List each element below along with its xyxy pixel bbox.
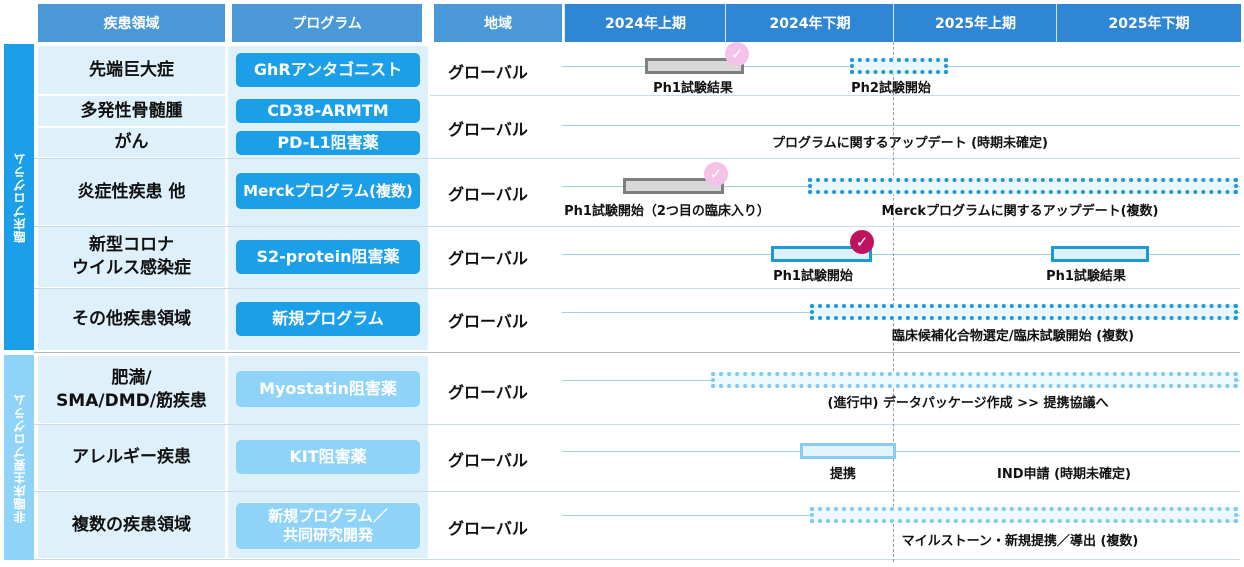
header-program: プログラム [232,4,422,42]
milestone-label: Ph1試験開始 [773,269,853,284]
milestone-bar [850,58,949,74]
disease-cell: 複数の疾患領域 [38,492,225,558]
milestone-label: プログラムに関するアップデート (時期未確定) [771,136,1049,151]
milestone-bar [1050,246,1149,262]
milestone-label: Ph1試験結果 [653,81,733,96]
header-period-2: 2024年下期 [725,4,894,42]
program-button: CD38-ARMTM [236,99,420,123]
program-button: PD-L1阻害薬 [236,131,420,155]
row-separator [34,559,1240,560]
checkmark-icon: ✓ [725,42,749,66]
program-button: 新規プログラム [236,302,420,336]
region-label: グローバル [448,383,528,402]
region-label: グローバル [448,451,528,470]
checkmark-icon: ✓ [850,230,874,254]
section-label-nonclinical: 非臨床主要プログラム [4,355,34,560]
timeline-divider [893,42,894,562]
milestone-bar [810,507,1238,523]
milestone-bar [808,178,1238,194]
milestone-label: Ph1試験開始（2つ目の臨床入り） [564,204,770,219]
disease-cell: がん [38,128,225,157]
milestone-label: マイルストーン・新規提携／導出 (複数) [901,534,1139,549]
header-region: 地域 [434,4,562,42]
row-separator [34,288,1240,289]
region-label: グローバル [448,185,528,204]
milestone-label: Ph1試験結果 [1046,269,1126,284]
row-separator [34,226,1240,227]
section-separator [34,352,1240,353]
disease-cell: 新型コロナ ウイルス感染症 [38,227,225,287]
program-button: S2-protein阻害薬 [236,240,420,274]
milestone-bar [799,443,896,459]
milestone-label: (進行中) データパッケージ作成 >> 提携協議へ [827,396,1109,411]
disease-cell: 多発性骨髄腫 [38,96,225,126]
timeline-line [562,451,1240,452]
milestone-bar [810,304,1238,320]
region-label: グローバル [448,120,528,139]
program-button: Merckプログラム(複数) [236,173,420,209]
program-button: Myostatin阻害薬 [236,371,420,407]
milestone-bar [710,372,1238,388]
disease-cell: その他疾患領域 [38,289,225,350]
program-button: 新規プログラム／ 共同研究開発 [236,503,420,549]
program-button: KIT阻害薬 [236,440,420,474]
milestone-label: IND申請 (時期未確定) [997,467,1131,482]
timeline-line [562,254,1240,255]
milestone-bar [644,58,745,74]
region-label: グローバル [448,63,528,82]
checkmark-icon: ✓ [704,162,728,186]
region-label: グローバル [448,519,528,538]
milestone-label: 臨床候補化合物選定/臨床試験開始 (複数) [891,329,1135,344]
region-label: グローバル [448,249,528,268]
timeline-line [562,125,1240,126]
milestone-label: 提携 [829,467,857,482]
milestone-bar [771,246,873,262]
header-disease: 疾患領域 [38,4,225,42]
program-button: GhRアンタゴニスト [236,53,420,87]
section-label-clinical: 臨床プログラム [4,44,34,350]
milestone-label: Merckプログラムに関するアップデート(複数) [881,204,1159,219]
milestone-label: Ph2試験開始 [851,81,931,96]
disease-cell: 先端巨大症 [38,46,225,94]
header-period-3: 2025年上期 [893,4,1057,42]
header-period-4: 2025年下期 [1056,4,1241,42]
milestone-bar [622,178,725,194]
row-separator [34,491,1240,492]
disease-cell: 炎症性疾患 他 [38,159,225,225]
region-label: グローバル [448,312,528,331]
row-separator [34,424,1240,425]
disease-cell: アレルギー疾患 [38,425,225,490]
disease-cell: 肥満/ SMA/DMD/筋疾患 [38,356,225,423]
header-period-1: 2024年上期 [564,4,726,42]
row-separator [430,95,1240,96]
row-separator [34,158,1240,159]
